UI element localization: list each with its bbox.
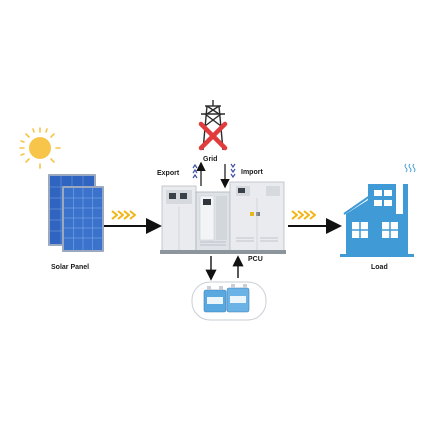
sun-icon — [19, 127, 61, 169]
house-icon — [340, 184, 414, 257]
heat-waves-icon — [404, 163, 416, 173]
cross-icon — [198, 121, 228, 151]
load-label: Load — [371, 264, 388, 271]
import-arrow-icon — [220, 163, 236, 189]
solar-panel-label: Solar Panel — [51, 264, 90, 271]
export-label: Export — [157, 170, 180, 177]
battery-bank-icon — [191, 281, 267, 321]
flow-chevrons-right — [291, 210, 316, 220]
power-conditioning-unit-icon — [160, 181, 286, 254]
grid-label: Grid — [203, 156, 218, 163]
flow-chevrons-left — [111, 210, 136, 220]
solar-panel-icon — [48, 174, 104, 252]
import-label: Import — [241, 169, 263, 176]
export-arrow-icon — [192, 161, 206, 186]
pcu-label: PCU — [248, 256, 263, 263]
